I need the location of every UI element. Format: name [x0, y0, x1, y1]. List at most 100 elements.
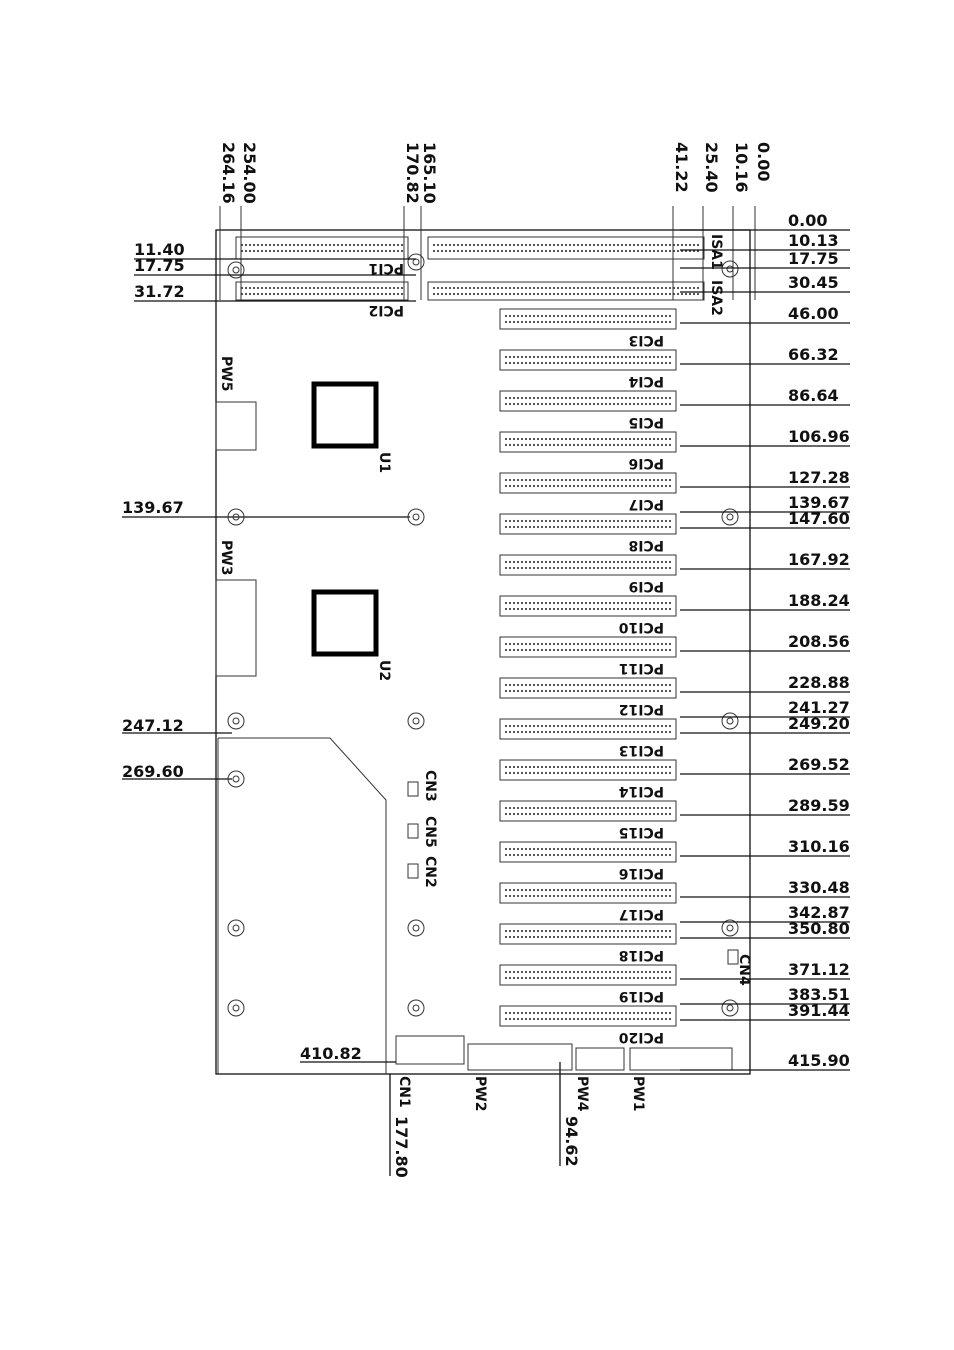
component-label: PW3	[218, 540, 234, 575]
slot-label: PCI16	[619, 865, 664, 881]
top-dim-label: 165.10	[420, 142, 439, 204]
slot-connector	[499, 759, 677, 781]
connector-pw5	[215, 401, 257, 451]
top-dim-label: 264.16	[219, 142, 238, 204]
slot-label: PCI12	[619, 701, 664, 717]
slot-label: PCI10	[619, 619, 664, 635]
board-cutout-region	[217, 737, 387, 1074]
right-dim-label: 350.80	[788, 919, 850, 938]
right-dim-label: 127.28	[788, 468, 850, 487]
bottom-dim-label: 177.80	[392, 1116, 411, 1178]
slot-label: PCI14	[619, 783, 664, 799]
slot-connector	[499, 349, 677, 371]
connector-cn1	[395, 1035, 465, 1065]
top-dim-label: 25.40	[702, 142, 721, 193]
slot-connector	[499, 472, 677, 494]
mounting-hole	[721, 508, 739, 526]
slot-label: ISA1	[708, 234, 724, 270]
header-cn2	[407, 863, 419, 879]
slot-label: PCI1	[369, 260, 405, 276]
component-label: CN2	[422, 856, 438, 888]
slot-label: PCI9	[629, 578, 665, 594]
slot-label: PCI13	[619, 742, 664, 758]
left-dim-label: 139.67	[122, 498, 184, 517]
slot-connector	[499, 595, 677, 617]
header-cn4	[727, 949, 739, 965]
slot-connector	[499, 841, 677, 863]
right-dim-label: 228.88	[788, 673, 850, 692]
component-label: PW2	[472, 1076, 488, 1111]
mounting-hole	[407, 253, 425, 271]
slot-label: PCI8	[629, 537, 665, 553]
slot-connector	[499, 308, 677, 330]
slot-label: ISA2	[708, 280, 724, 316]
slot-connector	[499, 554, 677, 576]
slot-connector	[235, 281, 409, 301]
slot-connector	[499, 800, 677, 822]
mounting-hole	[407, 508, 425, 526]
slot-connector	[427, 236, 705, 260]
right-dim-label: 86.64	[788, 386, 839, 405]
connector-pw1	[629, 1047, 733, 1071]
slot-connector	[499, 923, 677, 945]
component-label: CN1	[396, 1076, 412, 1108]
right-dim-label: 342.87	[788, 903, 850, 922]
slot-label: PCI17	[619, 906, 664, 922]
component-label: PW4	[574, 1076, 590, 1112]
mounting-hole	[407, 999, 425, 1017]
component-label: CN5	[422, 816, 438, 848]
right-dim-label: 269.52	[788, 755, 850, 774]
slot-connector	[499, 431, 677, 453]
chip-u2	[311, 589, 379, 657]
right-dim-label: 106.96	[788, 427, 850, 446]
bottom-dim-label: 94.62	[562, 1116, 581, 1167]
mounting-hole	[227, 770, 245, 788]
slot-label: PCI3	[629, 332, 665, 348]
right-dim-label: 30.45	[788, 273, 839, 292]
mounting-hole	[227, 261, 245, 279]
right-dim-label: 383.51	[788, 985, 850, 1004]
slot-connector	[499, 390, 677, 412]
component-label: U2	[376, 660, 392, 681]
slot-connector	[499, 677, 677, 699]
mounting-hole	[227, 919, 245, 937]
mounting-hole	[227, 712, 245, 730]
left-dim-label: 269.60	[122, 762, 184, 781]
top-dim-label: 10.16	[732, 142, 751, 193]
component-label: U1	[376, 452, 392, 473]
component-label: CN4	[736, 954, 752, 986]
mounting-hole	[407, 919, 425, 937]
right-dim-label: 17.75	[788, 249, 839, 268]
mounting-hole	[227, 999, 245, 1017]
mounting-hole	[721, 999, 739, 1017]
slot-connector	[499, 636, 677, 658]
component-label: PW1	[630, 1076, 646, 1111]
connector-pw3	[215, 579, 257, 677]
right-dim-label: 415.90	[788, 1051, 850, 1070]
slot-label: PCI18	[619, 947, 664, 963]
right-dim-label: 371.12	[788, 960, 850, 979]
top-dim-label: 0.00	[754, 142, 773, 181]
mounting-hole	[721, 712, 739, 730]
slot-connector	[499, 964, 677, 986]
slot-label: PCI6	[629, 455, 665, 471]
slot-label: PCI15	[619, 824, 664, 840]
slot-label: PCI5	[629, 414, 665, 430]
slot-connector	[499, 882, 677, 904]
connector-pw4	[575, 1047, 625, 1071]
right-dim-label: 289.59	[788, 796, 850, 815]
left-dim-label: 31.72	[134, 282, 185, 301]
header-cn3	[407, 781, 419, 797]
right-dim-label: 330.48	[788, 878, 850, 897]
right-dim-label: 46.00	[788, 304, 839, 323]
slot-connector	[499, 513, 677, 535]
component-label: CN3	[422, 770, 438, 802]
right-dim-label: 10.13	[788, 231, 839, 250]
slot-label: PCI11	[619, 660, 664, 676]
right-dim-label: 391.44	[788, 1001, 850, 1020]
slot-label: PCI2	[369, 302, 405, 318]
left-dim-label: 410.82	[300, 1044, 362, 1063]
left-dim-label: 11.40	[134, 240, 185, 259]
slot-connector	[235, 236, 409, 260]
